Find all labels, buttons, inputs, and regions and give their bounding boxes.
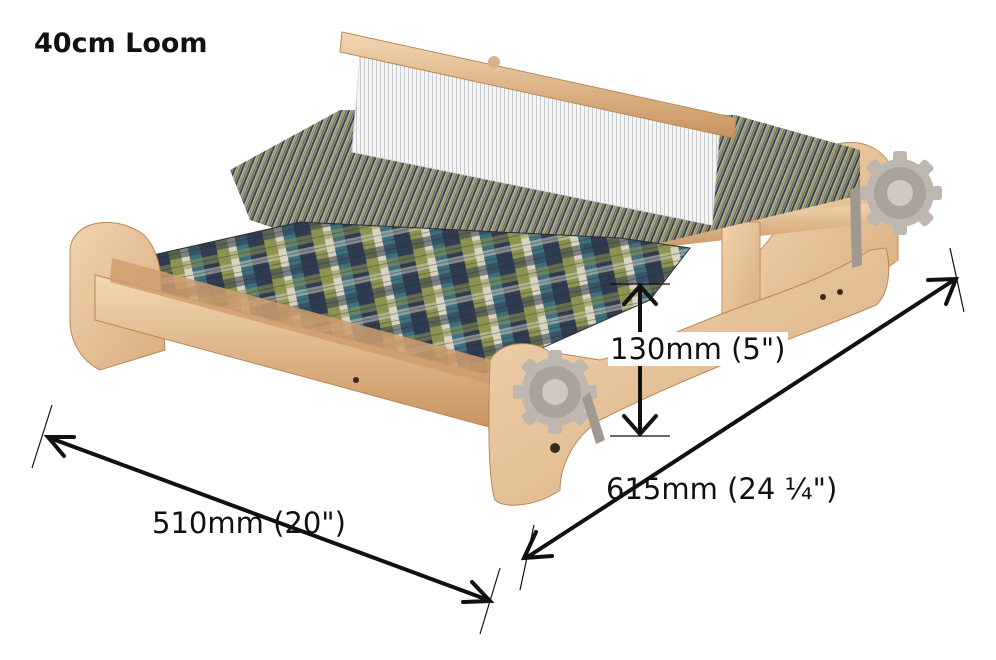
front-ratchet-knob [513,350,597,434]
page-title: 40cm Loom [34,28,208,59]
height-dimension-label: 130mm (5") [608,332,788,366]
back-ratchet-knob [858,151,942,235]
heddle-top-rail [339,31,737,139]
front-cloth-beam [110,258,498,386]
depth-dimension-label: 615mm (24 ¼") [606,472,838,506]
width-dimension-label: 510mm (20") [152,506,346,540]
